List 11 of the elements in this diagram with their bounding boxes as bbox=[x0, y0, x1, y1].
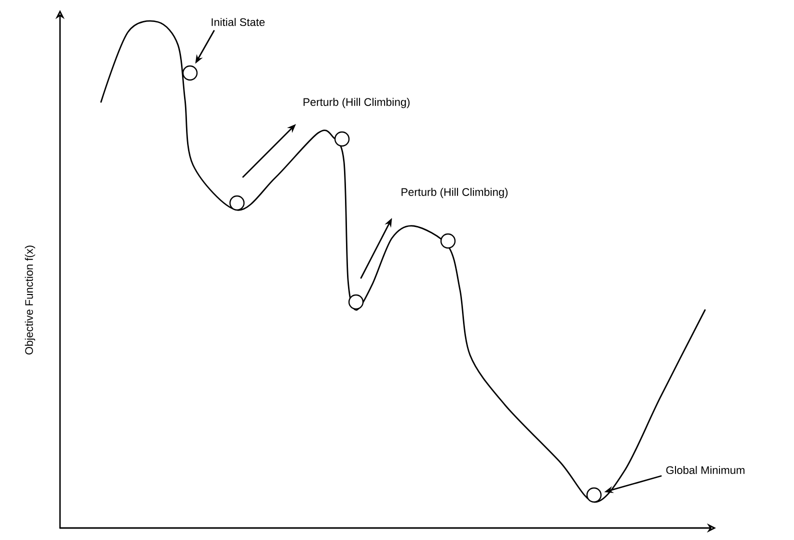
ball bbox=[348, 294, 364, 310]
callout-text: Initial State bbox=[212, 18, 265, 26]
axis-label: Objective Function f(x) bbox=[24, 246, 36, 354]
ball bbox=[586, 487, 602, 503]
annotation-text: Perturb (Hill Climbing) bbox=[402, 188, 508, 198]
annotation-text: Perturb (Hill Climbing) bbox=[304, 98, 410, 108]
ball bbox=[182, 65, 198, 81]
callout-text: Global Minimum bbox=[666, 466, 744, 474]
ball bbox=[440, 233, 456, 249]
ball bbox=[334, 131, 350, 147]
ball bbox=[229, 195, 245, 211]
